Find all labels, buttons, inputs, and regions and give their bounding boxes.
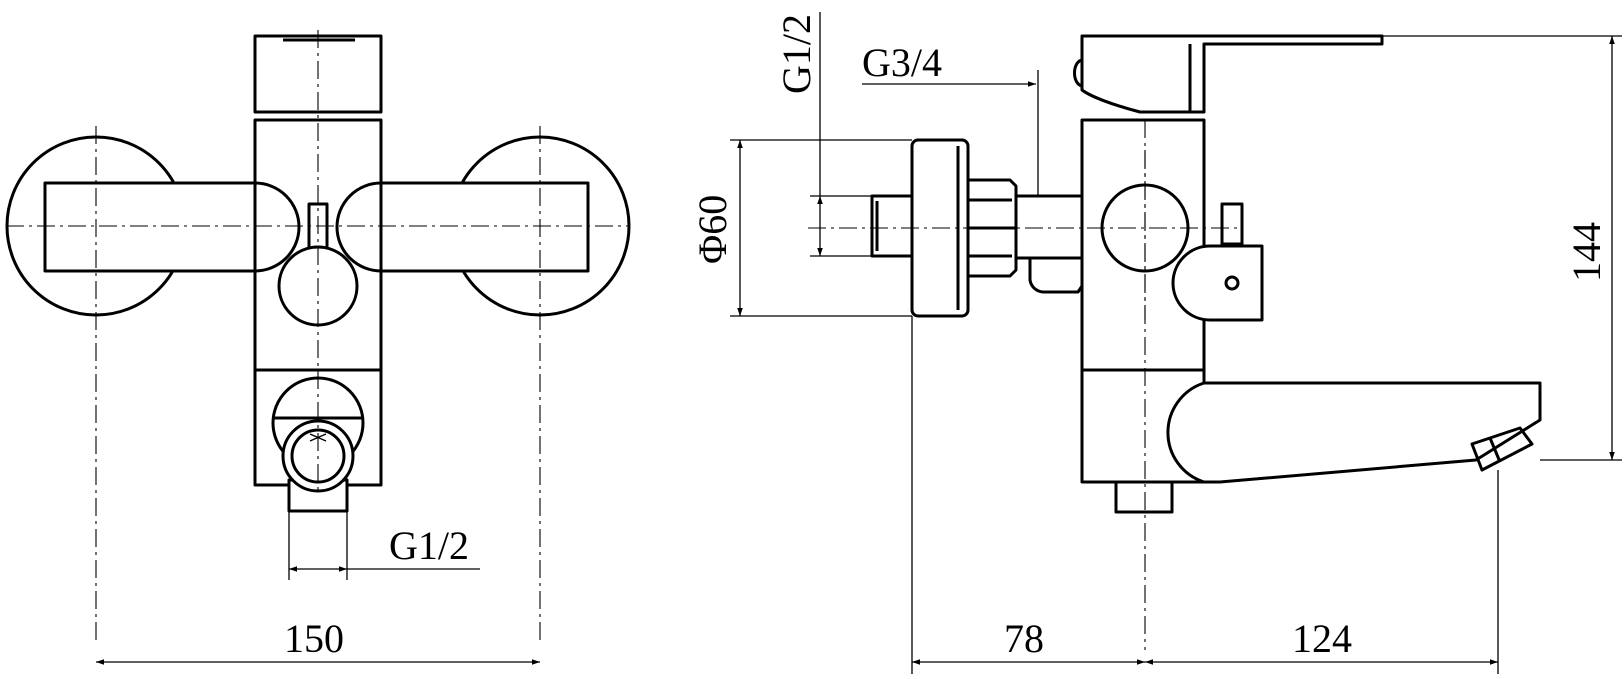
side-bottom-nipple [1114, 480, 1174, 514]
wall-to-center-label: 78 [1004, 616, 1044, 661]
side-diverter-stem [1220, 202, 1244, 246]
side-outlet-thread-label: G3/4 [862, 40, 942, 85]
outlet-ring-inner [290, 428, 346, 484]
overall-height-label: 144 [1564, 222, 1609, 282]
flange-diameter-label: Φ60 [690, 195, 735, 264]
side-inlet-thread-label: G1/2 [774, 14, 819, 94]
center-to-spout-label: 124 [1292, 616, 1352, 661]
side-view: Φ60 G1/2 G3/4 144 78 124 [690, 12, 1622, 674]
inlet-pipe [870, 194, 914, 258]
front-view: G1/2 150 [5, 30, 631, 665]
side-lever [1080, 34, 1384, 114]
front-width-label: 150 [284, 616, 344, 661]
side-diverter-knob [1171, 244, 1264, 322]
spout [1166, 381, 1542, 484]
front-thread-label: G1/2 [389, 523, 469, 568]
